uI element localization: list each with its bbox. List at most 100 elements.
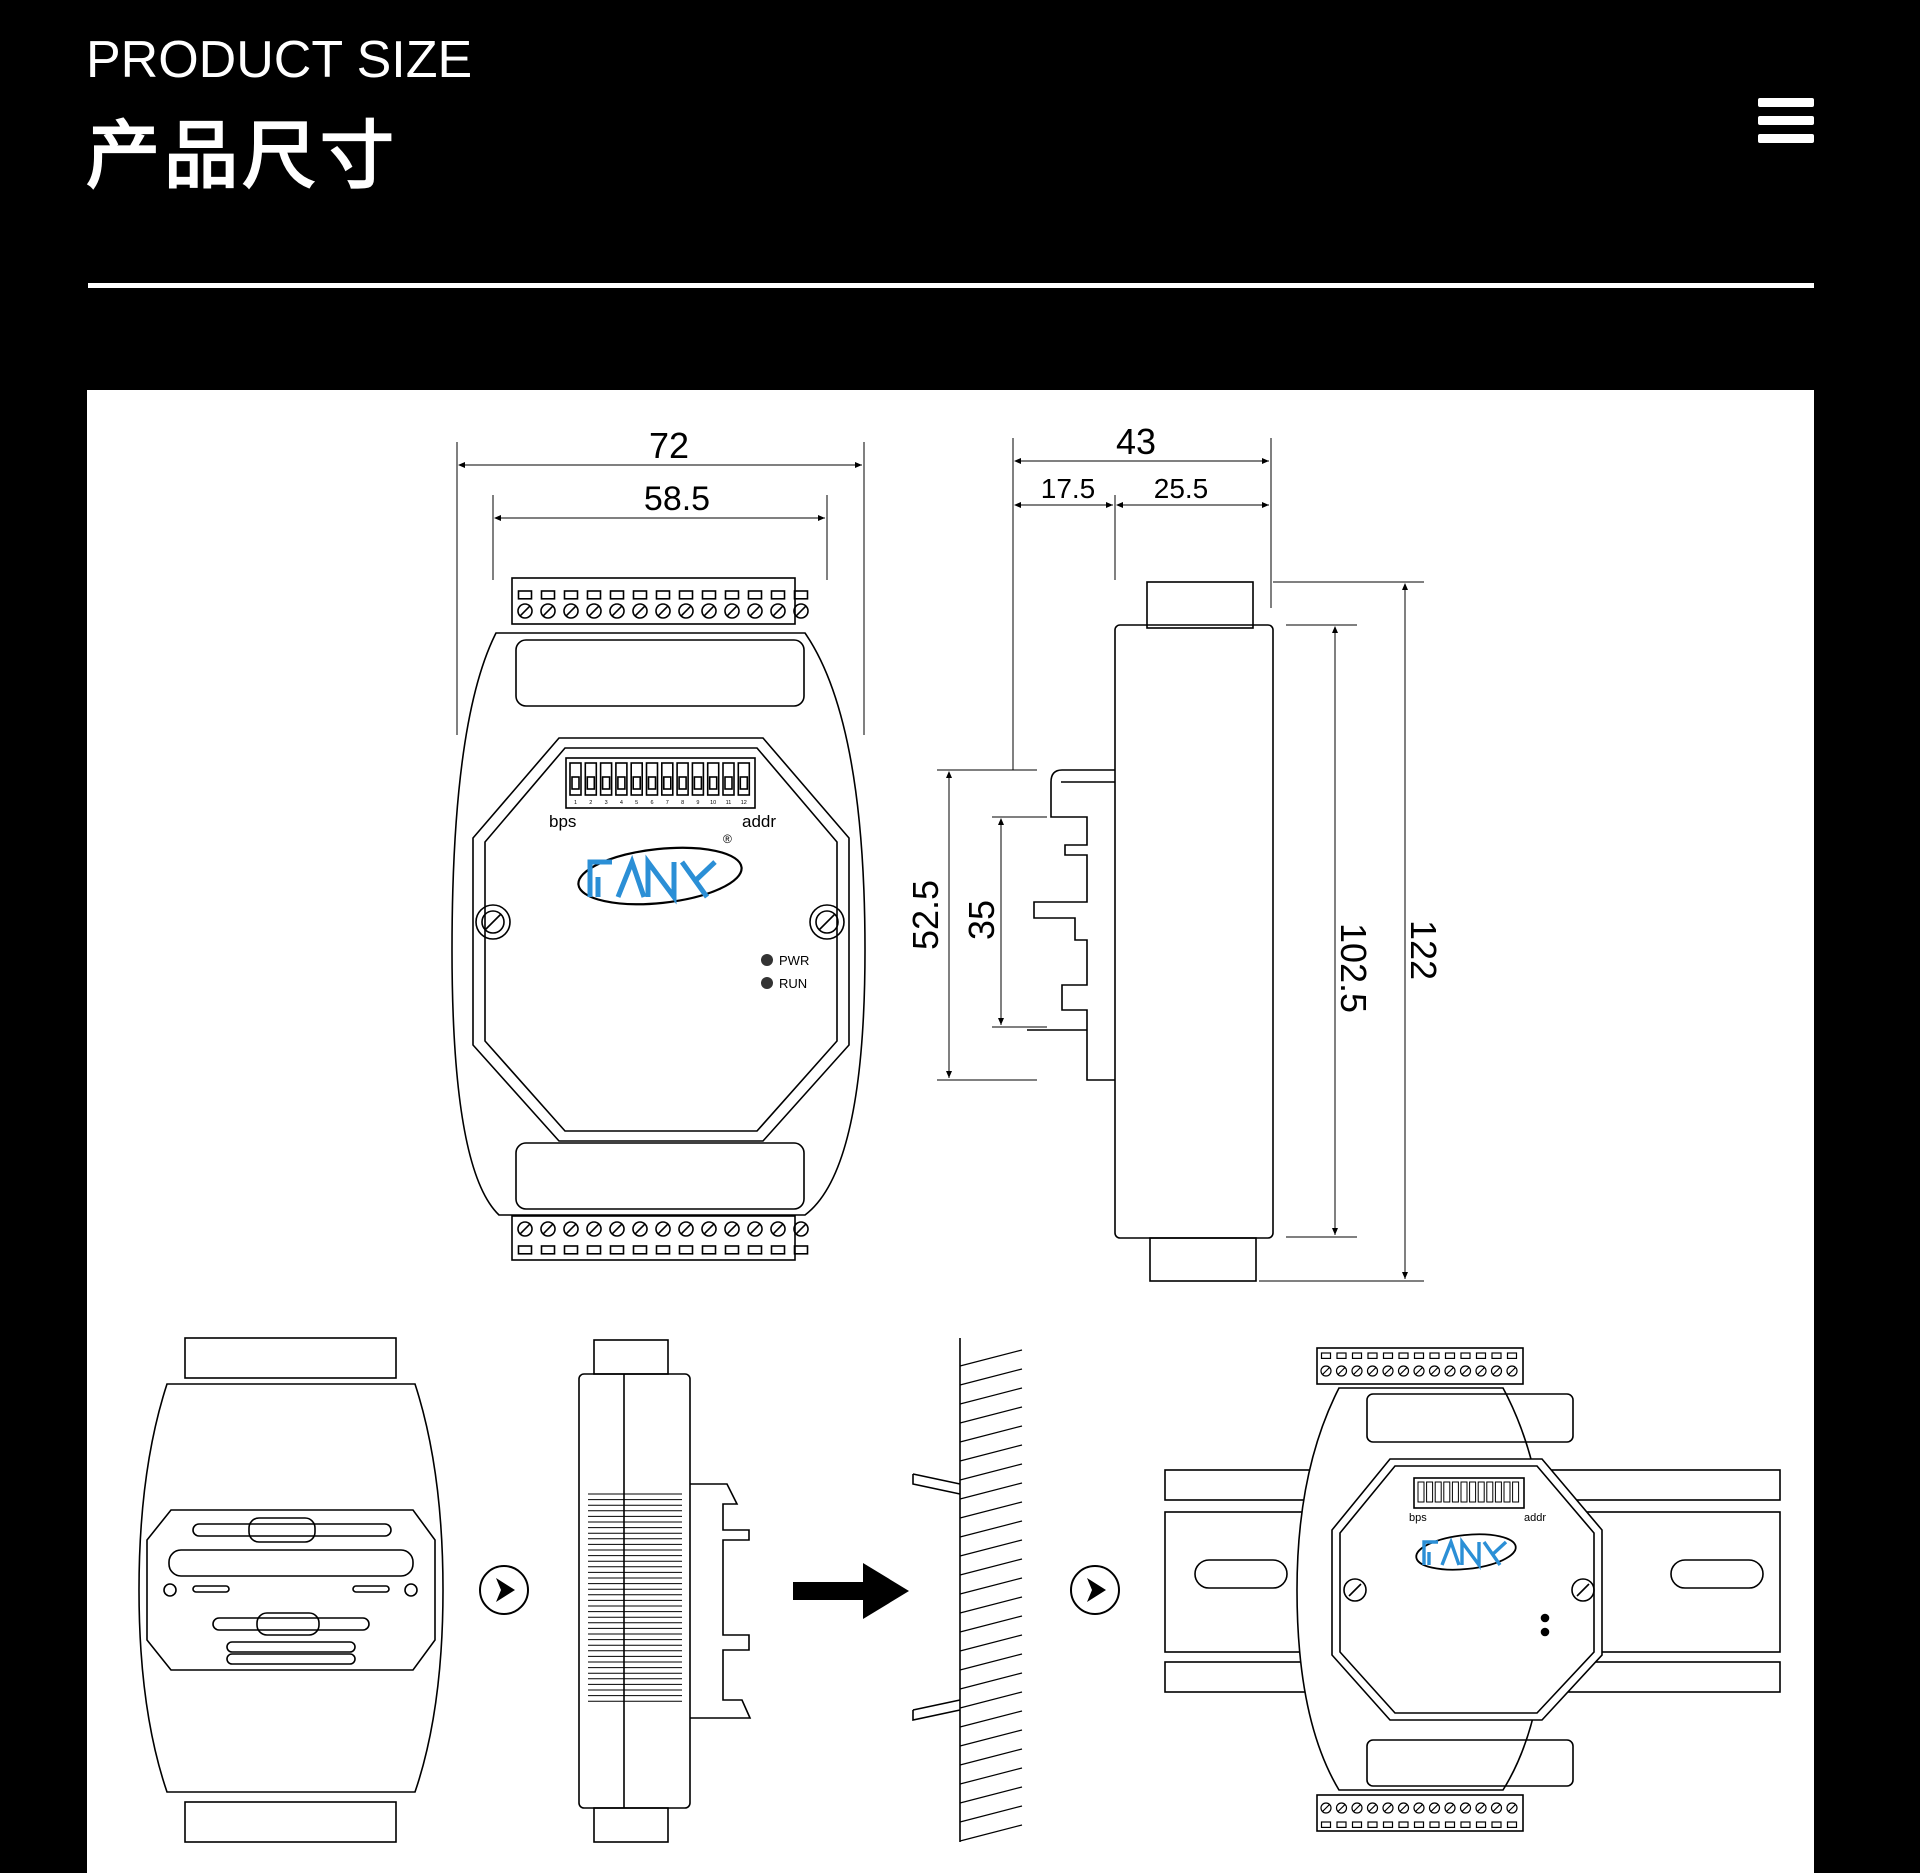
wall-hatch-line — [959, 1425, 1023, 1443]
terminal-screw — [1490, 1365, 1503, 1377]
circle-arrow-right-icon — [479, 1565, 529, 1615]
terminal-screw-slot — [1399, 1804, 1408, 1812]
install-mounted-view — [1164, 1347, 1781, 1832]
mini-dip-slot — [1477, 1481, 1485, 1503]
terminal-screw-slot — [772, 1223, 784, 1235]
terminal-slot — [517, 1245, 533, 1255]
terminal-screw — [1459, 1802, 1472, 1814]
wall-hatch-line — [959, 1501, 1023, 1519]
hamburger-menu-icon[interactable] — [1758, 98, 1814, 144]
dip-switch-number: 3 — [605, 800, 608, 806]
terminal-slot — [1444, 1821, 1456, 1829]
terminal-slot — [1413, 1821, 1425, 1829]
terminal-screw-slot — [1415, 1804, 1423, 1812]
wall-hatch-line — [959, 1596, 1023, 1614]
terminal-screw — [1506, 1365, 1518, 1377]
terminal-slot — [1460, 1352, 1471, 1360]
mini-dip-label-bps: bps — [1409, 1512, 1427, 1524]
wall-hatch-line — [959, 1691, 1023, 1709]
dim-height-overall: 122 — [1403, 920, 1444, 980]
terminal-screw — [1320, 1802, 1332, 1814]
dip-label-bps: bps — [549, 812, 576, 831]
wall-hatch-line — [959, 1805, 1023, 1823]
wall-hatch-line — [959, 1406, 1023, 1424]
dip-switch-number: 2 — [589, 800, 592, 806]
terminal-slot — [701, 1245, 717, 1255]
dip-switch-number: 12 — [741, 800, 747, 806]
side-view — [937, 438, 1424, 1282]
terminal-screw-slot — [1368, 1804, 1377, 1812]
wall-hatch-line — [959, 1444, 1023, 1462]
led-indicators — [761, 954, 773, 989]
terminal-slot — [1336, 1352, 1347, 1360]
terminal-screw-slot — [657, 605, 669, 617]
dip-switch-slot — [584, 762, 598, 796]
circle-arrow-right-icon-2 — [1070, 1565, 1120, 1615]
terminal-screw — [724, 1221, 740, 1237]
mini-dip-slot — [1460, 1481, 1468, 1503]
wall-hatch-line — [959, 1463, 1023, 1481]
terminal-slot — [1398, 1352, 1409, 1360]
wall-hatch-line — [959, 1387, 1023, 1405]
wall-hatch-line — [959, 1577, 1023, 1595]
terminal-slot — [1351, 1352, 1363, 1360]
dip-switch-number: 5 — [635, 800, 638, 806]
mini-dip-slot — [1486, 1481, 1494, 1503]
terminal-screw — [609, 603, 625, 619]
dip-switch-number: 8 — [681, 800, 684, 806]
terminal-screw-slot — [795, 1223, 807, 1235]
terminal-slot — [724, 590, 740, 600]
terminal-screw — [586, 1221, 602, 1237]
mini-dip-slot — [1494, 1481, 1502, 1503]
terminal-screw-slot — [542, 605, 554, 617]
terminal-slot — [747, 1245, 763, 1255]
wall-hatch-line — [959, 1786, 1023, 1804]
terminal-slot — [1506, 1352, 1518, 1360]
dip-switch-slot — [676, 762, 689, 796]
terminal-screw — [1351, 1802, 1363, 1814]
terminal-slot — [563, 1245, 579, 1255]
terminal-slot — [793, 590, 809, 600]
dip-switch-slot — [569, 762, 582, 796]
terminal-screw — [655, 1221, 671, 1237]
title-english: PRODUCT SIZE — [86, 31, 473, 89]
terminal-slot — [540, 590, 556, 600]
dip-switch-lever — [739, 776, 749, 790]
terminal-screw — [1475, 1365, 1487, 1377]
terminal-screw — [540, 1221, 556, 1237]
terminal-screw — [747, 603, 763, 619]
wall-hatch-line — [959, 1653, 1023, 1671]
terminal-screw — [632, 603, 648, 619]
title-chinese: 产品尺寸 — [86, 114, 398, 197]
terminal-screw — [1382, 1802, 1394, 1814]
bottom-terminal-block — [511, 1215, 809, 1261]
dip-switch-slot — [645, 762, 659, 796]
terminal-screw — [1428, 1802, 1441, 1814]
mini-dip-slot — [1451, 1481, 1459, 1503]
dip-switch-number: 7 — [666, 800, 669, 806]
terminal-screw-slot — [611, 1223, 623, 1235]
terminal-screw — [724, 603, 740, 619]
terminal-screw-slot — [1337, 1804, 1346, 1812]
dip-switch-lever — [632, 776, 642, 790]
terminal-screw-slot — [1492, 1367, 1501, 1375]
terminal-screw-slot — [726, 605, 738, 617]
terminal-screw — [517, 1221, 533, 1237]
terminal-screw-slot — [680, 1223, 692, 1235]
terminal-screw — [1413, 1802, 1425, 1814]
terminal-slot — [1320, 1821, 1332, 1829]
dip-switch-lever — [647, 776, 657, 790]
terminal-screw-slot — [1322, 1367, 1330, 1375]
terminal-screw-slot — [542, 1223, 554, 1235]
terminal-screw-slot — [634, 605, 646, 617]
wall-hatch-line — [959, 1767, 1023, 1785]
mini-dip-slot — [1434, 1481, 1442, 1503]
dip-switch-lever — [693, 776, 703, 790]
terminal-screw-slot — [565, 1223, 577, 1235]
terminal-screw-slot — [772, 605, 784, 617]
terminal-slot — [1367, 1352, 1378, 1360]
terminal-slot — [1382, 1821, 1394, 1829]
dip-switch-number: 6 — [650, 800, 653, 806]
mini-dip-slot — [1417, 1481, 1425, 1503]
terminal-slot — [1336, 1821, 1347, 1829]
